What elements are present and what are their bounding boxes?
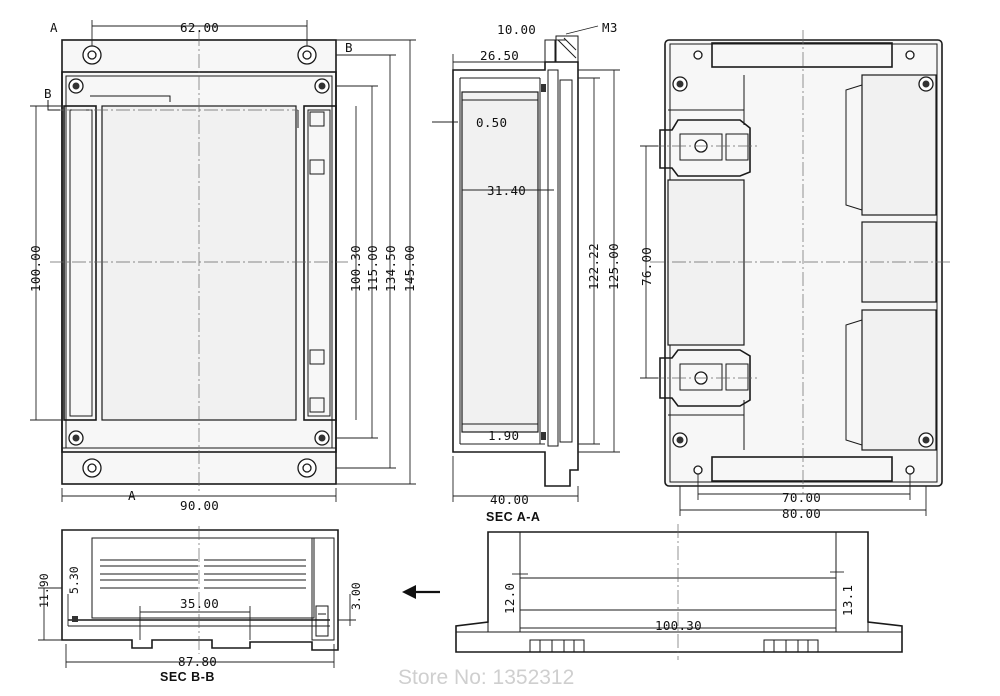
dim-100-30-side: 100.30 — [655, 618, 702, 633]
direction-arrow-icon — [402, 585, 440, 599]
dim-12-0: 12.0 — [502, 583, 517, 614]
dim-wall-0-50: 0.50 — [476, 115, 507, 130]
dim-depth-31-40: 31.40 — [487, 183, 526, 198]
section-b-b-view: 11.90 5.30 35.00 3.00 87.80 SEC B-B — [37, 526, 363, 684]
dim-10: 10.00 — [497, 22, 536, 37]
section-a-a-view: 10.00 M3 26.50 0.50 31.40 122.22 125.00 … — [432, 20, 621, 524]
dim-height-100-30: 100.30 — [348, 245, 363, 292]
din-clip-bottom — [659, 349, 751, 407]
dim-26-50: 26.50 — [480, 48, 519, 63]
section-mark-b-left: B — [44, 86, 52, 101]
dim-35: 35.00 — [180, 596, 219, 611]
dim-height-145: 145.00 — [402, 245, 417, 292]
dim-height-115: 115.00 — [365, 245, 380, 292]
store-watermark: Store No: 1352312 — [398, 666, 574, 689]
dim-80: 80.00 — [782, 506, 821, 521]
dim-3: 3.00 — [349, 582, 363, 610]
dim-13-1: 13.1 — [840, 585, 855, 616]
dim-height-left: 100.00 — [28, 245, 43, 292]
dim-11-90: 11.90 — [37, 573, 51, 608]
side-view: 12.0 13.1 100.30 — [455, 524, 903, 660]
dim-40: 40.00 — [490, 492, 529, 507]
dim-height-134-50: 134.50 — [383, 245, 398, 292]
section-a-a-title: SEC A-A — [486, 510, 540, 524]
dim-1-90: 1.90 — [488, 428, 519, 443]
dim-5-30: 5.30 — [67, 566, 81, 594]
dim-width-bottom: 90.00 — [180, 498, 219, 513]
dim-87-80: 87.80 — [178, 654, 217, 669]
thread-m3-label: M3 — [602, 20, 618, 35]
section-mark-a-top: A — [50, 20, 58, 35]
dim-width-top: 62.00 — [180, 20, 219, 35]
section-b-b-title: SEC B-B — [160, 670, 215, 684]
dim-125: 125.00 — [606, 243, 621, 290]
section-mark-b-right: B — [345, 40, 353, 55]
back-view: 76.00 70.00 80.00 — [639, 30, 952, 521]
dim-122-22: 122.22 — [586, 243, 601, 290]
front-view: A B B A 62.00 90.00 100.00 100.30 115.00… — [28, 20, 417, 513]
dim-76: 76.00 — [639, 247, 654, 286]
section-mark-a-bottom: A — [128, 488, 136, 503]
dim-70: 70.00 — [782, 490, 821, 505]
